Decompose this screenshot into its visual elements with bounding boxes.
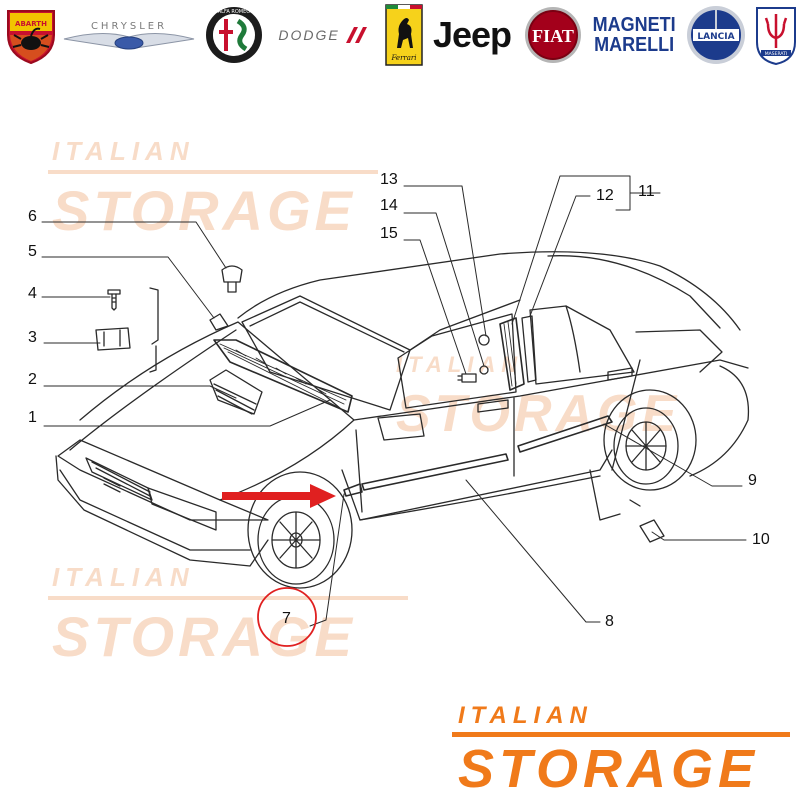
marelli-text: MARELLI: [593, 34, 674, 56]
callout-5[interactable]: 5: [28, 243, 37, 260]
car-rear-door-window: [529, 305, 635, 385]
watermark-bar-top: [48, 170, 378, 174]
car-grille: [85, 457, 153, 501]
callout-8[interactable]: 8: [605, 613, 614, 630]
watermark-italian-top: ITALIAN: [52, 136, 195, 166]
leader-9: [603, 423, 743, 487]
watermark-italian-bottom: ITALIAN: [52, 562, 195, 592]
rear-tyre: [613, 407, 679, 485]
car-front-fascia: [57, 439, 269, 521]
leader-2: [43, 385, 237, 399]
callout-1[interactable]: 1: [28, 409, 37, 426]
front-door-handle: [477, 399, 509, 413]
ferrari-text: Ferrari: [390, 54, 416, 62]
leader-14: [403, 212, 485, 367]
callout-12[interactable]: 12: [596, 187, 614, 204]
leader-10: [651, 531, 747, 541]
leader-8: [465, 479, 601, 623]
magneti-text: MAGNETI: [592, 14, 676, 36]
leader-1: [43, 399, 331, 427]
car-c-pillar: [635, 329, 723, 373]
jeep-logo[interactable]: Jeep: [428, 4, 516, 66]
leader-13: [403, 185, 487, 337]
leader-5: [41, 256, 215, 319]
part-9-side-moulding: [517, 415, 613, 453]
part-6-grommet: [221, 265, 243, 283]
car-hood: [79, 321, 355, 501]
side-mirror: [377, 413, 425, 441]
car-front-door-line: [355, 429, 363, 513]
watermark-storage-bottom: STORAGE: [52, 605, 356, 668]
callout-15[interactable]: 15: [380, 225, 398, 242]
callout-6[interactable]: 6: [28, 208, 37, 225]
callout-2[interactable]: 2: [28, 371, 37, 388]
abarth-text: ABARTH: [15, 20, 47, 28]
lancia-logo[interactable]: LANCIA: [684, 4, 748, 66]
lancia-text: LANCIA: [697, 32, 734, 42]
part-5-clip: [209, 313, 229, 331]
car-beltline: [353, 359, 749, 421]
front-wheel-arch: [247, 471, 353, 589]
maserati-text: MASERATI: [765, 51, 787, 57]
footer-logo-italian: ITALIAN: [458, 702, 593, 729]
car-windshield: [241, 295, 411, 411]
callout-11[interactable]: 11: [638, 183, 655, 200]
abarth-logo[interactable]: ABARTH: [2, 4, 60, 66]
footer-logo-storage: STORAGE: [458, 739, 760, 799]
fiat-text: FIAT: [532, 26, 574, 46]
leader-15: [403, 239, 467, 375]
exploded-parts-diagram: [41, 175, 750, 647]
chrysler-logo[interactable]: CHRYSLER: [62, 4, 196, 66]
car-front-door-window: [397, 313, 517, 409]
fiat-logo[interactable]: FIAT: [522, 4, 584, 66]
callout-14[interactable]: 14: [380, 197, 398, 214]
watermark-bar-bottom: [48, 596, 408, 600]
part-13-nut: [478, 334, 490, 346]
dodge-text: DODGE: [278, 27, 340, 43]
footer-logo-bar: [452, 732, 790, 737]
dodge-logo[interactable]: DODGE: [268, 4, 378, 66]
ferrari-logo[interactable]: Ferrari: [384, 4, 424, 66]
car-headlight: [147, 487, 217, 531]
watermark-italian-mid: ITALIAN: [396, 352, 524, 377]
rear-door-handle: [607, 367, 633, 381]
leader-6: [41, 221, 227, 269]
part-15-bolt: [457, 373, 477, 383]
part-12-seal-strip: [521, 315, 537, 383]
highlight-circle: [257, 587, 317, 647]
magneti-marelli-logo[interactable]: MAGNETI MARELLI: [588, 4, 680, 66]
part-10-clip: [639, 519, 665, 543]
leader-12: [529, 195, 591, 317]
part-7-moulding-end: [343, 483, 363, 497]
part-8-side-moulding: [361, 453, 509, 491]
part-11-door-seal: [499, 317, 525, 391]
car-rear-quarter: [689, 365, 750, 477]
callout-13[interactable]: 13: [380, 171, 398, 188]
callout-10[interactable]: 10: [752, 531, 770, 548]
leader-11-bracket: [615, 175, 631, 211]
jeep-text: Jeep: [432, 14, 512, 55]
part-3-retainer: [95, 327, 131, 351]
part-2-grille-insert: [209, 369, 263, 415]
part-1-cowl-panel: [213, 339, 353, 413]
callout-3[interactable]: 3: [28, 329, 37, 346]
callout-7[interactable]: 7: [282, 610, 291, 627]
rear-wheel-arch: [603, 389, 697, 491]
alfa-romeo-text: ALFA ROMEO: [218, 9, 251, 15]
car-front-bumper: [55, 455, 269, 567]
alfa-romeo-logo[interactable]: ALFA ROMEO: [203, 4, 265, 66]
part-4-screw: [107, 289, 121, 295]
part-14-washer: [479, 365, 489, 375]
highlight-arrow: [222, 484, 336, 508]
car-sill: [359, 475, 601, 521]
brand-logo-strip: ABARTH CHRYSLER ALFA ROMEO DODGE: [0, 0, 800, 72]
chrysler-text: CHRYSLER: [91, 21, 167, 32]
car-rear-window: [547, 255, 721, 329]
car-roof-outline: [237, 251, 741, 331]
maserati-logo[interactable]: MASERATI: [754, 4, 798, 66]
callout-9[interactable]: 9: [748, 472, 757, 489]
leader-11b: [511, 175, 617, 325]
callout-4[interactable]: 4: [28, 285, 37, 302]
